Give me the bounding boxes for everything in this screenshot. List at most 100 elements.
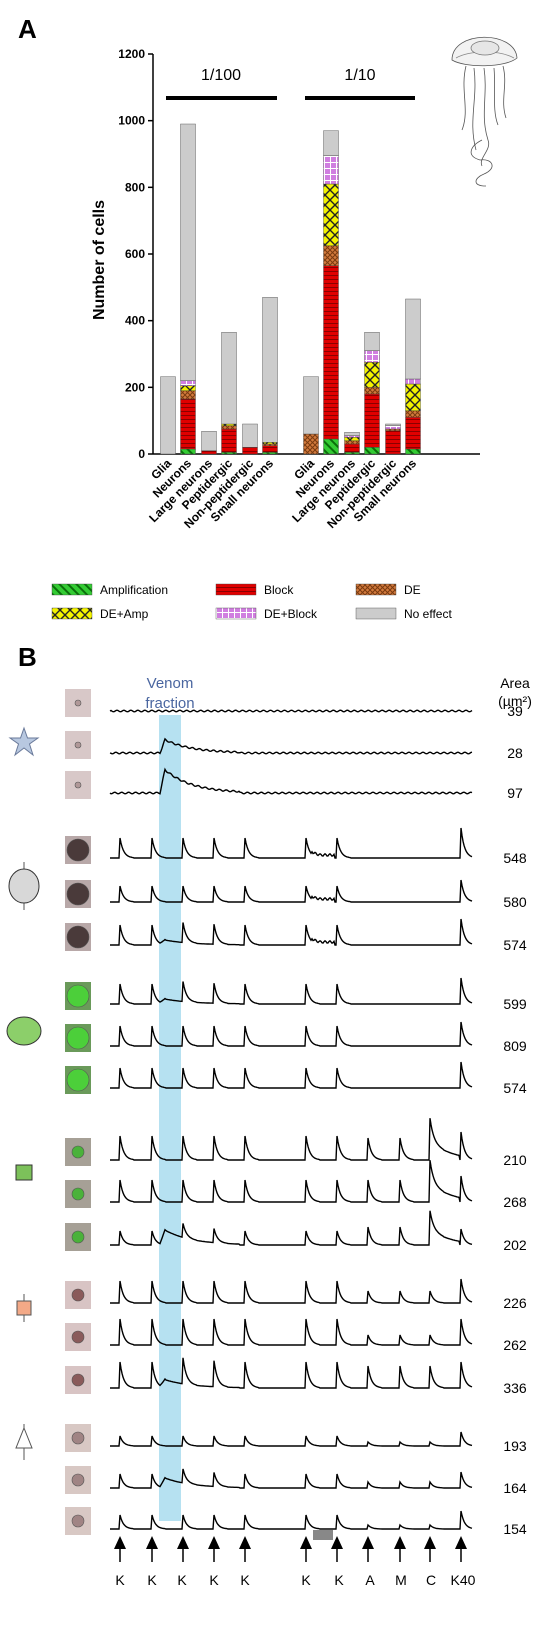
triangle-icon bbox=[15, 1426, 33, 1449]
bar-segment bbox=[262, 452, 278, 455]
calcium-trace bbox=[110, 1357, 473, 1389]
bar-segment bbox=[344, 443, 360, 453]
legend-label: DE bbox=[404, 583, 421, 597]
legend-swatch bbox=[355, 583, 397, 596]
bar-segment bbox=[323, 265, 339, 440]
bar-segment bbox=[385, 430, 401, 455]
calcium-trace bbox=[110, 918, 473, 946]
legend-swatch bbox=[215, 583, 257, 596]
dilution-label: 1/10 bbox=[344, 67, 375, 84]
cell-image-body bbox=[71, 1288, 85, 1302]
bar-segment bbox=[323, 155, 339, 185]
cell-image-body bbox=[71, 1373, 85, 1387]
venom-fraction-label: Venom bbox=[147, 675, 194, 692]
stimulus-arrowhead bbox=[362, 1536, 374, 1549]
stimulus-label: K bbox=[301, 1572, 311, 1588]
bar-segment bbox=[405, 383, 421, 411]
area-value: 193 bbox=[503, 1438, 527, 1454]
stimulus-label: K bbox=[177, 1572, 187, 1588]
area-value: 154 bbox=[503, 1521, 527, 1537]
y-tick-label: 400 bbox=[125, 314, 145, 328]
area-value: 226 bbox=[503, 1295, 527, 1311]
cell-image-body bbox=[66, 1068, 90, 1092]
legend-swatch bbox=[215, 607, 257, 620]
area-value: 336 bbox=[503, 1380, 527, 1396]
bar-segment bbox=[364, 393, 380, 448]
panel-b-letter: B bbox=[18, 642, 37, 672]
green-ellipse-icon bbox=[6, 1016, 42, 1046]
cell-image-body bbox=[71, 1431, 85, 1445]
orange-square-icon bbox=[16, 1300, 32, 1316]
dilution-group-markers: 1/100 1/10 bbox=[166, 67, 415, 100]
stimulus-label: K bbox=[115, 1572, 125, 1588]
calcium-trace bbox=[110, 879, 473, 903]
bar-segment bbox=[221, 428, 237, 453]
bar-segment bbox=[405, 298, 421, 380]
dilution-label: 1/100 bbox=[201, 67, 241, 84]
calcium-trace bbox=[109, 737, 473, 755]
area-value: 28 bbox=[507, 745, 523, 761]
venom-fraction-band bbox=[159, 715, 181, 1521]
cell-image-body bbox=[71, 1230, 85, 1244]
area-unit: (µm²) bbox=[498, 693, 532, 709]
legend-label: Amplification bbox=[100, 583, 168, 597]
y-tick-label: 1200 bbox=[118, 47, 145, 61]
y-tick-label: 0 bbox=[138, 447, 145, 461]
area-value: 574 bbox=[503, 1080, 527, 1096]
bar-segment bbox=[364, 447, 380, 455]
calcium-trace bbox=[110, 1278, 473, 1304]
legend-label: No effect bbox=[404, 607, 452, 621]
stimulus-label: A bbox=[365, 1572, 375, 1588]
stimulus-label: K bbox=[147, 1572, 157, 1588]
calcium-trace bbox=[110, 1318, 473, 1346]
cell-areas: 3928975485805745998095742102682022262623… bbox=[503, 703, 527, 1537]
bar-segment bbox=[364, 387, 380, 395]
calcium-trace bbox=[110, 827, 473, 859]
bar-segment bbox=[405, 378, 421, 385]
cell-image-body bbox=[71, 1473, 85, 1487]
area-value: 574 bbox=[503, 937, 527, 953]
bar-segment bbox=[364, 332, 380, 351]
stimulus-label: K bbox=[209, 1572, 219, 1588]
legend-swatch bbox=[355, 607, 397, 620]
cell-image-body bbox=[71, 1330, 85, 1344]
area-value: 548 bbox=[503, 850, 527, 866]
bar-segment bbox=[344, 432, 360, 436]
stimulus-label: C bbox=[426, 1572, 436, 1588]
stimulus-arrowhead bbox=[146, 1536, 158, 1549]
calcium-trace bbox=[110, 1021, 473, 1047]
bar-segment bbox=[405, 417, 421, 450]
area-value: 580 bbox=[503, 894, 527, 910]
bar-segment bbox=[262, 445, 278, 453]
bar-segment bbox=[180, 123, 196, 381]
bar-segment bbox=[221, 452, 237, 455]
bar-segment bbox=[221, 423, 237, 426]
bar-segment bbox=[364, 350, 380, 363]
grey-ellipse-icon bbox=[8, 868, 40, 904]
cell-image-body bbox=[71, 1145, 85, 1159]
area-value: 202 bbox=[503, 1237, 527, 1253]
bar-segment bbox=[180, 448, 196, 455]
calcium-trace bbox=[109, 767, 473, 795]
bar-segment bbox=[364, 362, 380, 388]
area-value: 262 bbox=[503, 1337, 527, 1353]
calcium-trace bbox=[110, 1160, 473, 1203]
bar-segment bbox=[323, 245, 339, 266]
cell-image-body bbox=[74, 699, 82, 707]
stimulus-arrowhead bbox=[300, 1536, 312, 1549]
bar-segment bbox=[180, 385, 196, 391]
area-header: Area bbox=[500, 675, 530, 691]
stimulus-arrowhead bbox=[455, 1536, 467, 1549]
calcium-traces bbox=[109, 709, 473, 1530]
bar-segment bbox=[344, 440, 360, 445]
stimulus-bar bbox=[313, 1530, 333, 1540]
y-axis-label: Number of cells bbox=[91, 200, 108, 320]
bar-segment bbox=[323, 130, 339, 156]
stimulus-arrowhead bbox=[114, 1536, 126, 1549]
chart-bars bbox=[160, 123, 421, 455]
area-value: 599 bbox=[503, 996, 527, 1012]
bar-segment bbox=[180, 380, 196, 386]
cell-image-body bbox=[71, 1187, 85, 1201]
bar-segment bbox=[344, 452, 360, 455]
